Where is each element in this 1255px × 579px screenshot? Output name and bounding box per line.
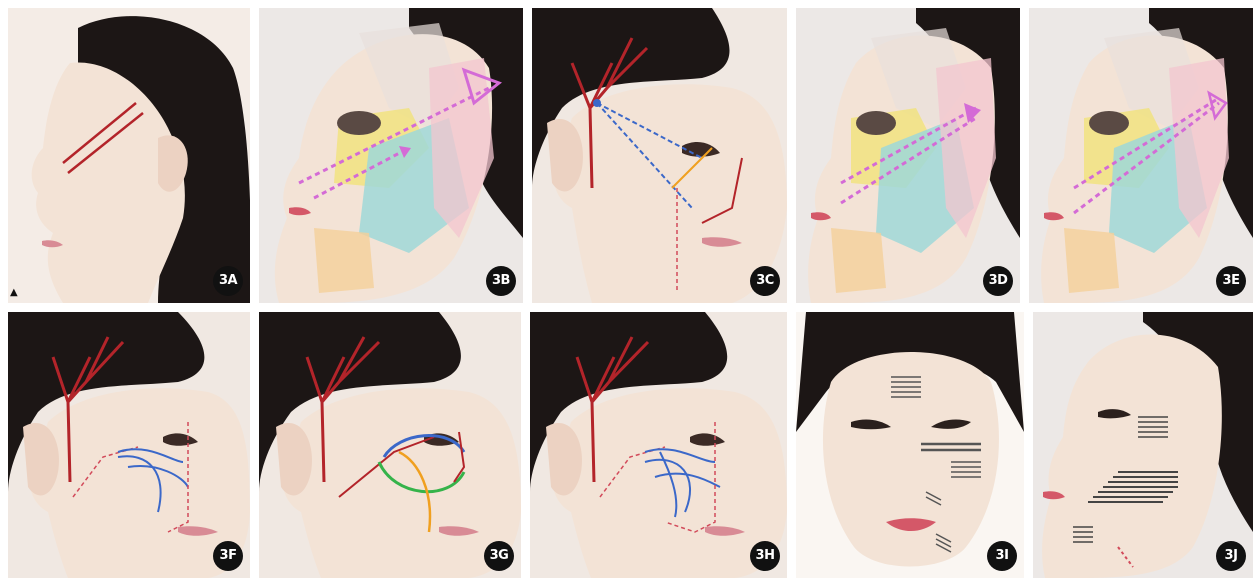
panel-3a: 3A	[8, 8, 250, 303]
face-illustration-3c	[532, 8, 787, 303]
panel-3i: 3I	[796, 312, 1024, 578]
panel-label: 3E	[1216, 266, 1246, 296]
face-illustration-3j	[1033, 312, 1253, 578]
face-illustration-3e	[1029, 8, 1253, 303]
panel-label: 3B	[486, 266, 516, 296]
face-illustration-3b	[259, 8, 523, 303]
face-illustration-3h	[530, 312, 787, 578]
face-illustration-3f	[8, 312, 250, 578]
panel-3e: 3E	[1029, 8, 1253, 303]
panel-label: 3F	[213, 541, 243, 571]
panel-label: 3J	[1216, 541, 1246, 571]
panel-label: 3D	[983, 266, 1013, 296]
panel-3j: 3J	[1033, 312, 1253, 578]
panel-3c: 3C	[532, 8, 787, 303]
panel-label: 3C	[750, 266, 780, 296]
panel-label: 3G	[484, 541, 514, 571]
panel-3d: 3D	[796, 8, 1020, 303]
face-illustration-3i	[796, 312, 1024, 578]
panel-3b: 3B	[259, 8, 523, 303]
panel-3g: 3G	[259, 312, 521, 578]
face-illustration-3g	[259, 312, 521, 578]
panel-label: 3I	[987, 541, 1017, 571]
corner-mark: ▲	[10, 287, 18, 298]
panel-3h: 3H	[530, 312, 787, 578]
panel-label: 3A	[213, 266, 243, 296]
panel-3f: 3F	[8, 312, 250, 578]
face-illustration-3d	[796, 8, 1020, 303]
face-illustration-3a	[8, 8, 250, 303]
panel-label: 3H	[750, 541, 780, 571]
